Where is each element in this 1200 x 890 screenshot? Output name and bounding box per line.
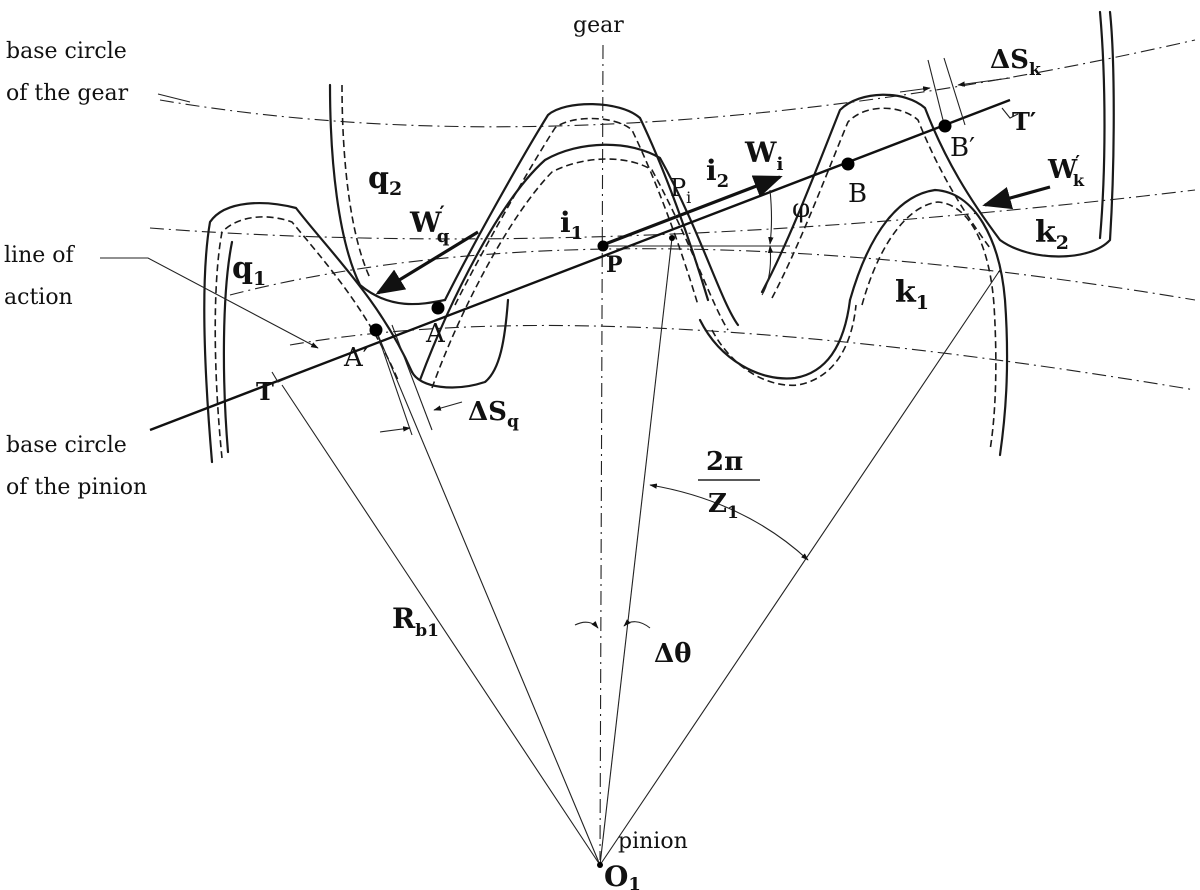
point-Pi xyxy=(669,235,675,241)
gear-tooth-q2 xyxy=(328,83,447,306)
gear-tooth-q2-dashed xyxy=(341,84,371,279)
point-B-prime xyxy=(938,119,952,133)
point-A xyxy=(431,301,445,315)
label-A: A xyxy=(425,319,446,349)
label-i1: i1 xyxy=(560,206,583,244)
pinion-tooth-k1-dashed xyxy=(861,201,997,451)
angle-phi-arc-top xyxy=(768,189,774,245)
label-k1: k1 xyxy=(895,275,929,314)
vector-Wi xyxy=(599,175,783,248)
vector-Wk xyxy=(982,185,1051,210)
point-A-prime xyxy=(369,323,383,337)
label-B-prime: B′ xyxy=(950,133,975,163)
gear-tooth-right-dashed xyxy=(771,107,991,299)
label-line-of-action-1: line of xyxy=(4,243,75,268)
dtheta-arrow-left xyxy=(574,620,599,629)
pinion-root-right xyxy=(698,298,852,380)
dSk-ext-2 xyxy=(943,57,966,126)
label-Wq-prime: W′q xyxy=(409,201,450,247)
vector-Wq xyxy=(375,230,479,295)
line-of-action xyxy=(149,98,1011,432)
radius-to-A-prime xyxy=(375,329,601,866)
label-phi: φ xyxy=(792,194,810,224)
dtheta-arrow-right xyxy=(623,619,651,629)
pinion-tooth-q1 xyxy=(203,202,414,464)
label-pinion: pinion xyxy=(618,829,688,854)
center-axis xyxy=(599,44,604,861)
label-dSk: ΔSk xyxy=(990,45,1042,80)
pinion-tooth-middle-dashed xyxy=(431,158,729,389)
right-angle-T xyxy=(271,371,291,383)
leader-base-circle-gear xyxy=(157,93,191,103)
dSq-arrow-2 xyxy=(433,401,463,411)
dSq-ext-2 xyxy=(391,324,433,431)
label-i2: i2 xyxy=(706,154,729,192)
radius-Rb1 xyxy=(281,384,601,866)
label-base-circle-pinion-2: of the pinion xyxy=(6,475,147,500)
label-T: T xyxy=(256,377,274,406)
label-k2: k2 xyxy=(1035,215,1069,254)
label-base-circle-gear-2: of the gear xyxy=(6,81,129,106)
pinion-root-right-dashed xyxy=(711,304,857,387)
gear-tooth-right xyxy=(760,10,1115,294)
label-line-of-action-2: action xyxy=(4,285,73,310)
label-base-circle-gear-1: base circle xyxy=(6,39,127,64)
gear-right-edge xyxy=(1098,10,1106,240)
right-angle-T-prime xyxy=(1001,107,1019,119)
dSk-ext-1 xyxy=(927,59,946,129)
label-2pi: 2π xyxy=(706,447,743,477)
label-dSq: ΔSq xyxy=(468,397,519,432)
radius-pitch xyxy=(599,269,1001,866)
pinion-tooth-middle xyxy=(418,143,740,382)
point-B xyxy=(841,157,855,171)
label-T-prime: T′ xyxy=(1012,107,1036,136)
point-O1 xyxy=(597,862,603,868)
label-Wi: Wi xyxy=(744,136,783,175)
pinion-pitch-circle xyxy=(229,248,1196,301)
label-dtheta: Δθ xyxy=(654,639,692,669)
dSq-arrow-1 xyxy=(379,426,411,433)
label-q1: q1 xyxy=(232,251,266,290)
angle-phi-arc xyxy=(761,245,774,296)
pinion-tooth-q1-dashed xyxy=(214,216,399,459)
label-Wk-prime: W′k xyxy=(1047,152,1085,190)
pinion-tooth-k1 xyxy=(848,188,1009,457)
label-Pi: Pi xyxy=(670,174,691,207)
gear-tooth-top-middle xyxy=(443,103,710,302)
label-P: P xyxy=(606,252,623,278)
dSk-arrow-1 xyxy=(899,86,931,93)
gear-pitch-circle xyxy=(149,189,1196,240)
label-q2: q2 xyxy=(368,161,402,200)
label-base-circle-pinion-1: base circle xyxy=(6,433,127,458)
gear-tooth-top-middle-dashed xyxy=(454,117,699,306)
pinion-tooth-q1-inner xyxy=(222,240,234,454)
pinion-root-left xyxy=(410,298,510,389)
radius-to-Pi xyxy=(599,237,673,866)
label-O1: O1 xyxy=(604,860,641,890)
leader-line-of-action xyxy=(100,257,319,349)
label-gear: gear xyxy=(573,13,624,38)
label-Z1: Z1 xyxy=(708,489,739,523)
label-A-prime: A′ xyxy=(343,343,369,373)
point-P xyxy=(597,240,609,252)
dSq-ext-1 xyxy=(375,329,413,436)
angle-2pi-Z1-arc xyxy=(649,483,809,561)
label-Rb1: Rb1 xyxy=(392,602,439,641)
dSk-arrow-2 xyxy=(957,77,1011,87)
base-circle-gear xyxy=(159,39,1196,128)
base-circle-pinion xyxy=(289,324,1196,391)
label-B: B xyxy=(848,179,867,209)
